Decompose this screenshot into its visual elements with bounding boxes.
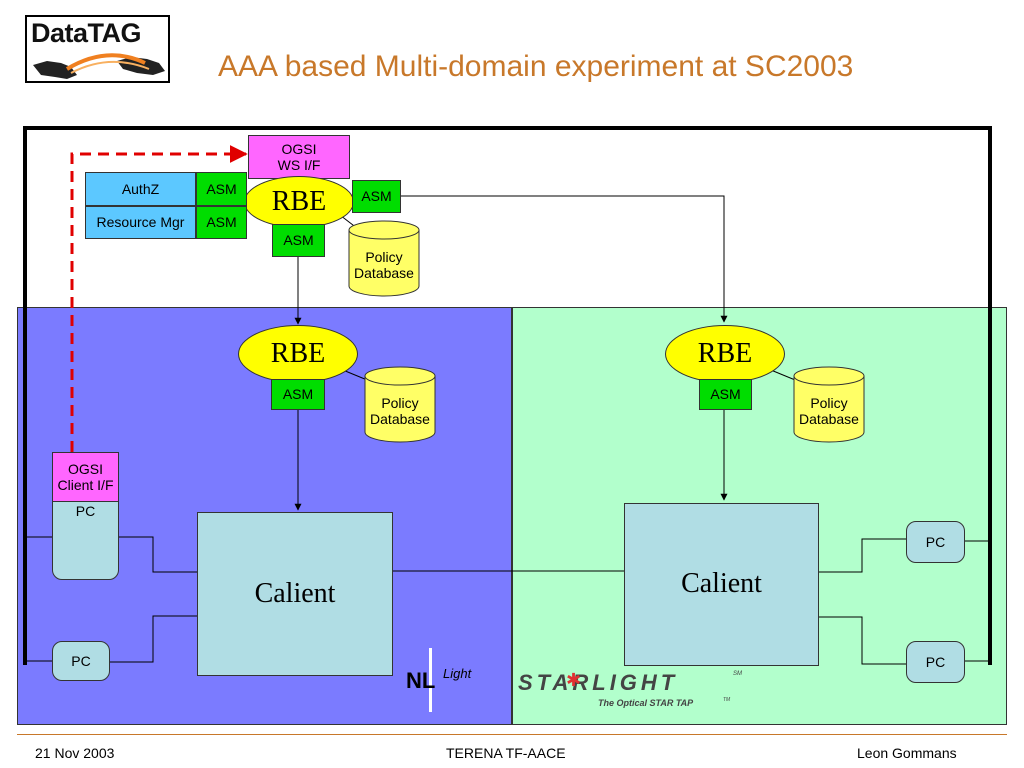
right-calient-switch: Calient [624,503,819,666]
logo-text: DataTAG [31,18,142,48]
left-pc-top: PC [52,490,119,580]
right-rbe-asm: ASM [699,379,752,410]
footer-author: Leon Gommans [857,745,957,761]
outer-frame [23,126,992,665]
right-pc-top-link [819,538,906,573]
top-rbe-asm-bottom: ASM [272,224,325,257]
right-policy-database-label: Policy Database [799,394,859,427]
resource-mgr-asm: ASM [196,206,247,239]
right-pc-bottom: PC [906,641,965,683]
top-rbe: RBE [244,176,354,228]
footer-date: 21 Nov 2003 [35,745,115,761]
top-to-right-rbe-line [401,195,728,323]
right-policy-database [793,366,865,443]
left-policy-database-label: Policy Database [370,394,430,427]
netherlight-logo-nl: NL [406,668,436,693]
left-policy-database [364,366,436,443]
starlight-logo-sm: SM [733,671,742,677]
netherlight-logo-bar [429,648,432,712]
footer-event: TERENA TF-AACE [446,745,566,761]
footer-divider [17,734,1007,735]
top-policy-database [348,220,420,297]
datatag-logo: DataTAG [25,15,170,83]
starlight-star-icon: ✱ [566,670,582,690]
resource-mgr-component: Resource Mgr [85,206,196,239]
netherlight-logo: NL Light [406,648,486,712]
left-rbe-asm: ASM [271,379,325,410]
left-pc-bottom-link [110,615,197,663]
left-rbe: RBE [238,325,358,383]
top-policy-database-label: Policy Database [354,248,414,281]
left-calient-switch: Calient [197,512,393,676]
ogsi-dashed-link [70,145,248,452]
ogsi-ws-interface: OGSI WS I/F [248,135,350,179]
authz-component: AuthZ [85,172,196,206]
starlight-logo: STARLIGHT ✱ SM The Optical STAR TAP TM [518,670,748,714]
starlight-logo-tagline: The Optical STAR TAP [598,698,694,708]
right-pc-top: PC [906,521,965,563]
right-pc-bottom-link [819,616,906,665]
ogsi-client-interface: OGSI Client I/F [52,452,119,502]
netherlight-logo-light: Light [443,666,472,681]
starlight-logo-tm: TM [723,697,731,703]
top-rbe-asm-right: ASM [352,180,401,213]
logo-map-graphic [33,53,165,79]
slide-title: AAA based Multi-domain experiment at SC2… [218,50,854,83]
starlight-logo-text: STARLIGHT [518,670,679,695]
left-pc-bottom: PC [52,641,110,681]
right-rbe: RBE [665,325,785,383]
authz-asm: ASM [196,172,247,206]
left-pc-top-link [119,536,197,573]
